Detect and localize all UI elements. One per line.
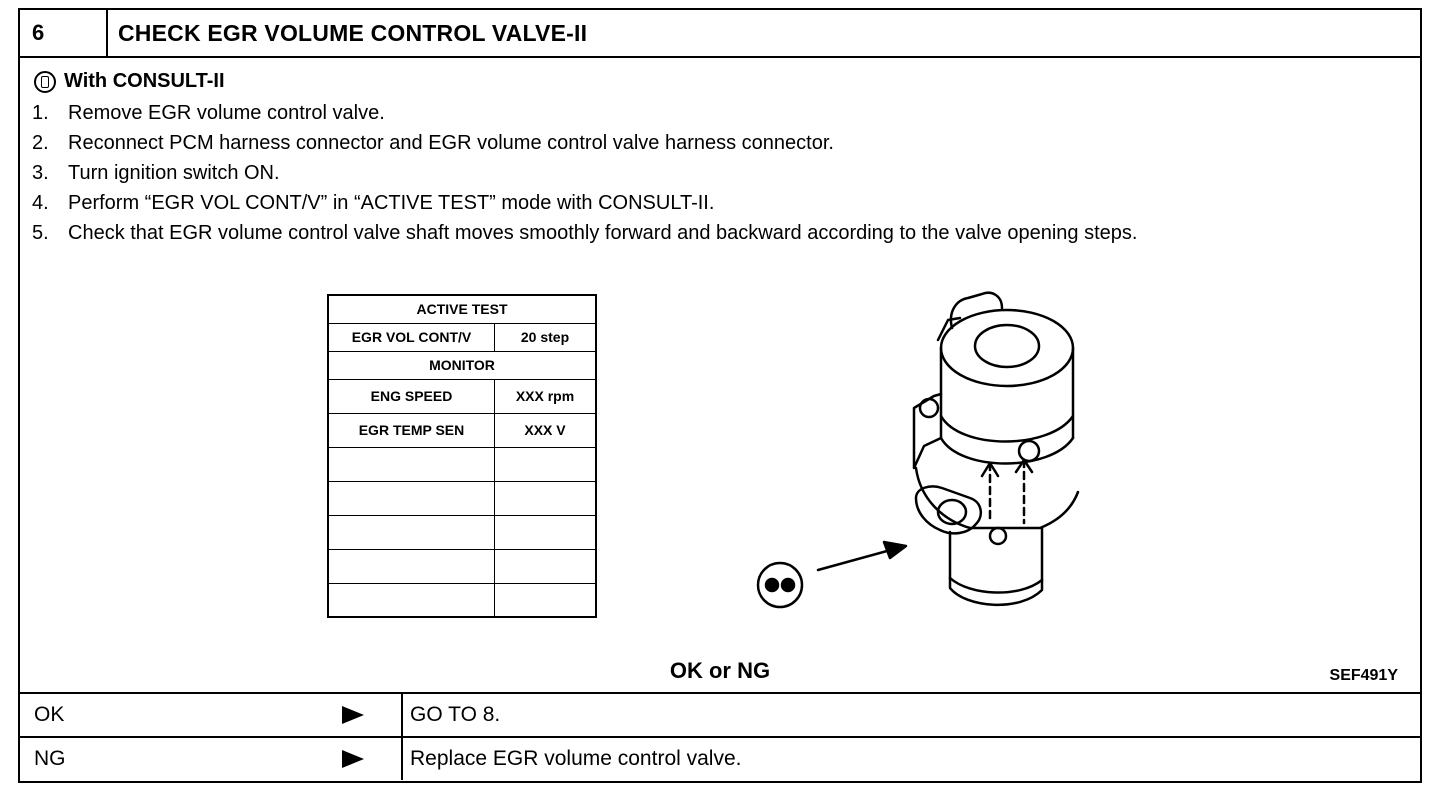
- consult-label: With CONSULT-II: [64, 70, 225, 92]
- step-text: Turn ignition switch ON.: [68, 162, 280, 184]
- active-test-item-value: 20 step: [494, 322, 597, 352]
- figure-code: SEF491Y: [1329, 667, 1398, 684]
- column-divider: [401, 694, 403, 736]
- monitor-empty-cell: [494, 514, 597, 550]
- monitor-title: MONITOR: [327, 350, 597, 380]
- result-key: NG: [34, 747, 66, 770]
- step-text: Reconnect PCM harness connector and EGR …: [68, 132, 834, 154]
- step-index: 4.: [32, 192, 49, 214]
- monitor-empty-cell: [327, 582, 495, 618]
- procedure-sheet: 6 CHECK EGR VOLUME CONTROL VALVE-II With…: [18, 8, 1422, 783]
- monitor-row-label: ENG SPEED: [327, 378, 495, 414]
- monitor-row-value: XXX rpm: [494, 378, 597, 414]
- step-title: CHECK EGR VOLUME CONTROL VALVE-II: [118, 20, 588, 46]
- inspection-eye-icon: [756, 561, 804, 609]
- step-number: 6: [20, 10, 108, 56]
- list-item: 5. Check that EGR volume control valve sh…: [32, 218, 1372, 248]
- monitor-empty-cell: [494, 582, 597, 618]
- list-item: 4. Perform “EGR VOL CONT/V” in “ACTIVE TE…: [32, 188, 1372, 218]
- monitor-empty-cell: [327, 514, 495, 550]
- step-list: 1. Remove EGR volume control valve. 2. Rec…: [32, 98, 1372, 248]
- result-action: GO TO 8.: [410, 703, 501, 726]
- egr-valve-illustration: [756, 291, 1080, 609]
- monitor-empty-cell: [494, 480, 597, 516]
- result-action: Replace EGR volume control valve.: [410, 747, 742, 770]
- step-text: Perform “EGR VOL CONT/V” in “ACTIVE TEST…: [68, 192, 715, 214]
- active-test-item-label: EGR VOL CONT/V: [327, 322, 495, 352]
- monitor-row-label: EGR TEMP SEN: [327, 412, 495, 448]
- step-body: With CONSULT-II 1. Remove EGR volume cont…: [20, 58, 1420, 692]
- step-text: Check that EGR volume control valve shaf…: [68, 222, 1138, 244]
- monitor-empty-cell: [327, 548, 495, 584]
- monitor-row-value: XXX V: [494, 412, 597, 448]
- result-row-ng: NG Replace EGR volume control valve.: [20, 736, 1420, 780]
- monitor-empty-cell: [494, 548, 597, 584]
- monitor-empty-cell: [494, 446, 597, 482]
- column-divider: [401, 738, 403, 780]
- result-row-ok: OK GO TO 8.: [20, 692, 1420, 736]
- arrow-right-icon: [342, 750, 364, 768]
- step-index: 1.: [32, 102, 49, 124]
- monitor-empty-cell: [327, 480, 495, 516]
- consult-icon: [34, 70, 56, 93]
- step-header: 6 CHECK EGR VOLUME CONTROL VALVE-II: [20, 10, 1420, 58]
- list-item: 1. Remove EGR volume control valve.: [32, 98, 1372, 128]
- step-index: 5.: [32, 222, 49, 244]
- arrow-right-icon: [342, 706, 364, 724]
- result-key: OK: [34, 703, 65, 726]
- step-text: Remove EGR volume control valve.: [68, 102, 385, 124]
- list-item: 2. Reconnect PCM harness connector and EG…: [32, 128, 1372, 158]
- ok-or-ng-label: OK or NG: [669, 658, 771, 683]
- monitor-empty-cell: [327, 446, 495, 482]
- active-test-title: ACTIVE TEST: [327, 294, 597, 324]
- step-index: 2.: [32, 132, 49, 154]
- step-index: 3.: [32, 162, 49, 184]
- list-item: 3. Turn ignition switch ON.: [32, 158, 1372, 188]
- consult-heading: With CONSULT-II: [34, 70, 225, 93]
